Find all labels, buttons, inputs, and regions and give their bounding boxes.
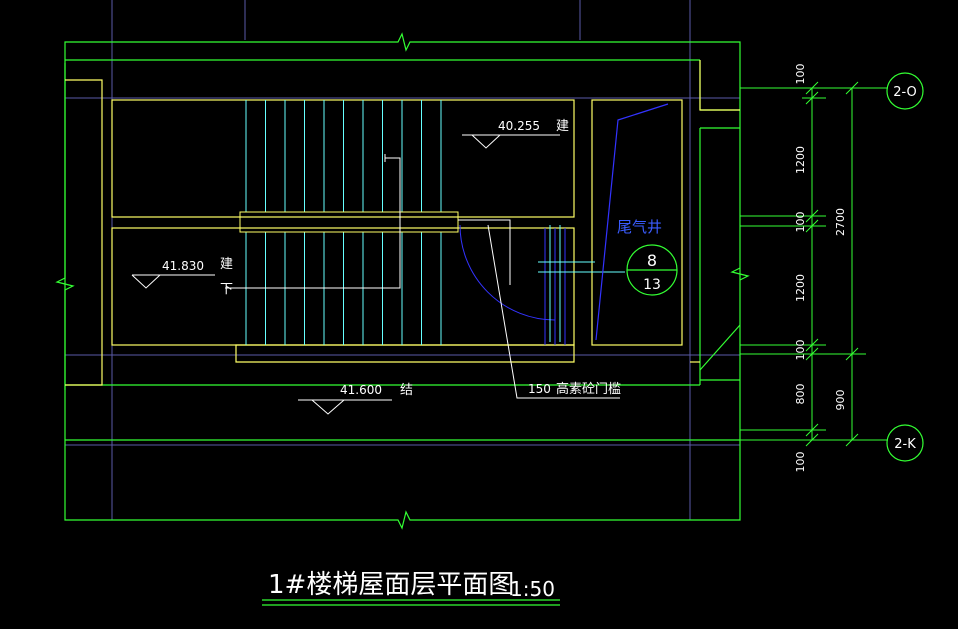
elevation-symbols	[131, 134, 560, 415]
detail-index-sheet: 13	[643, 277, 661, 293]
threshold-text: 高素砼门槛	[556, 381, 621, 397]
elevation-left-mark: 建	[220, 257, 233, 272]
dimension-total-upper: 2700	[834, 208, 847, 236]
threshold-size: 150	[528, 382, 551, 396]
shaft-label: 尾气井	[617, 218, 662, 236]
dimension-lines	[740, 81, 888, 447]
door-swing	[459, 224, 566, 345]
detail-index-number: 8	[647, 251, 657, 270]
outer-walls	[55, 32, 750, 530]
drawing-scale: 1:50	[510, 577, 555, 601]
grid-axis-bubbles	[886, 72, 924, 462]
dimension-total-lower: 900	[834, 390, 847, 411]
elevation-lower-mark: 结	[400, 383, 413, 398]
elevation-lower: 41.600	[340, 383, 382, 397]
dimension-text-2: 1200	[794, 146, 807, 174]
grid-lines	[65, 0, 740, 520]
drawing-title: 1#楼梯屋面层平面图	[268, 570, 514, 600]
title-underline	[262, 599, 560, 606]
dimension-text-6: 800	[794, 384, 807, 405]
dimension-text-3: 100	[794, 212, 807, 233]
dimension-text-1: 100	[794, 64, 807, 85]
elevation-upper: 40.255	[498, 119, 540, 133]
grid-axis-top: 2-O	[893, 85, 917, 100]
dimension-text-5: 100	[794, 340, 807, 361]
stair-treads	[245, 100, 442, 345]
elevation-upper-mark: 建	[556, 119, 569, 134]
elevation-left: 41.830	[162, 259, 204, 273]
shaft-diagonal	[595, 103, 669, 341]
dimension-text-7: 100	[794, 452, 807, 473]
stair-down-label: 下	[220, 282, 233, 297]
detail-index	[626, 244, 678, 296]
door-jamb	[538, 225, 625, 342]
stair-landing	[239, 211, 459, 233]
grid-axis-bottom: 2-K	[894, 437, 916, 452]
threshold-leader	[487, 224, 620, 399]
stair-direction-line	[225, 154, 511, 289]
dimension-text-4: 1200	[794, 274, 807, 302]
